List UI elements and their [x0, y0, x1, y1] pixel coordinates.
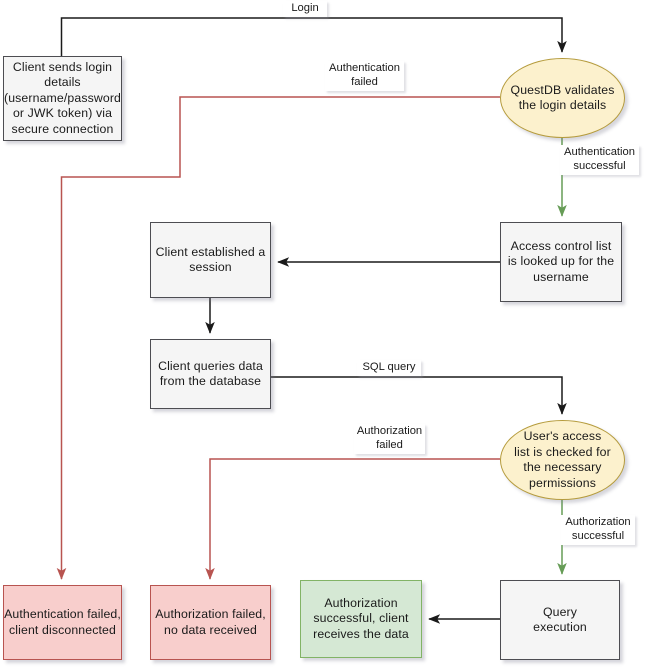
edge-label-authorization-successful: Authorization successful — [561, 515, 635, 545]
node-user-access-check[interactable]: User's access list is checked for the ne… — [500, 420, 625, 500]
node-client-queries[interactable]: Client queries data from the database — [150, 339, 271, 409]
node-label: Access control list is looked up for the… — [507, 238, 615, 284]
node-client-session[interactable]: Client established a session — [150, 222, 271, 298]
node-label: Authentication failed, client disconnect… — [4, 607, 121, 637]
node-label: Authorization successful, client receive… — [313, 595, 409, 641]
node-label: Query execution — [533, 604, 587, 635]
node-access-control-list[interactable]: Access control list is looked up for the… — [500, 222, 622, 302]
node-auth-failed-disconnected[interactable]: Authentication failed, client disconnect… — [3, 585, 122, 660]
node-label: Client sends login details (username/pas… — [3, 59, 122, 136]
node-label: Authorization failed, no data received — [155, 607, 266, 637]
node-authz-failed-no-data[interactable]: Authorization failed, no data received — [150, 585, 271, 660]
node-label: Client established a session — [155, 244, 266, 275]
edge-label-sql-query: SQL query — [357, 360, 421, 376]
node-authz-successful-data[interactable]: Authorization successful, client receive… — [300, 580, 422, 658]
edge-authorization-failed — [205, 458, 500, 580]
edge-sql-query — [271, 376, 567, 415]
edge-label-authorization-failed: Authorization failed — [354, 424, 425, 454]
node-label: QuestDB validates the login details — [510, 82, 615, 113]
node-query-execution[interactable]: Query execution — [500, 580, 620, 660]
node-label: Client queries data from the database — [158, 358, 263, 389]
edge-login — [60, 17, 567, 56]
node-label: User's access list is checked for the ne… — [514, 429, 611, 490]
node-questdb-validates[interactable]: QuestDB validates the login details — [500, 58, 625, 138]
node-client-login[interactable]: Client sends login details (username/pas… — [3, 56, 122, 141]
edge-label-authentication-successful: Authentication successful — [560, 145, 639, 175]
edge-authentication-failed — [56, 96, 500, 580]
edge-label-authentication-failed: Authentication failed — [325, 61, 404, 91]
edge-label-login: Login — [283, 1, 327, 17]
